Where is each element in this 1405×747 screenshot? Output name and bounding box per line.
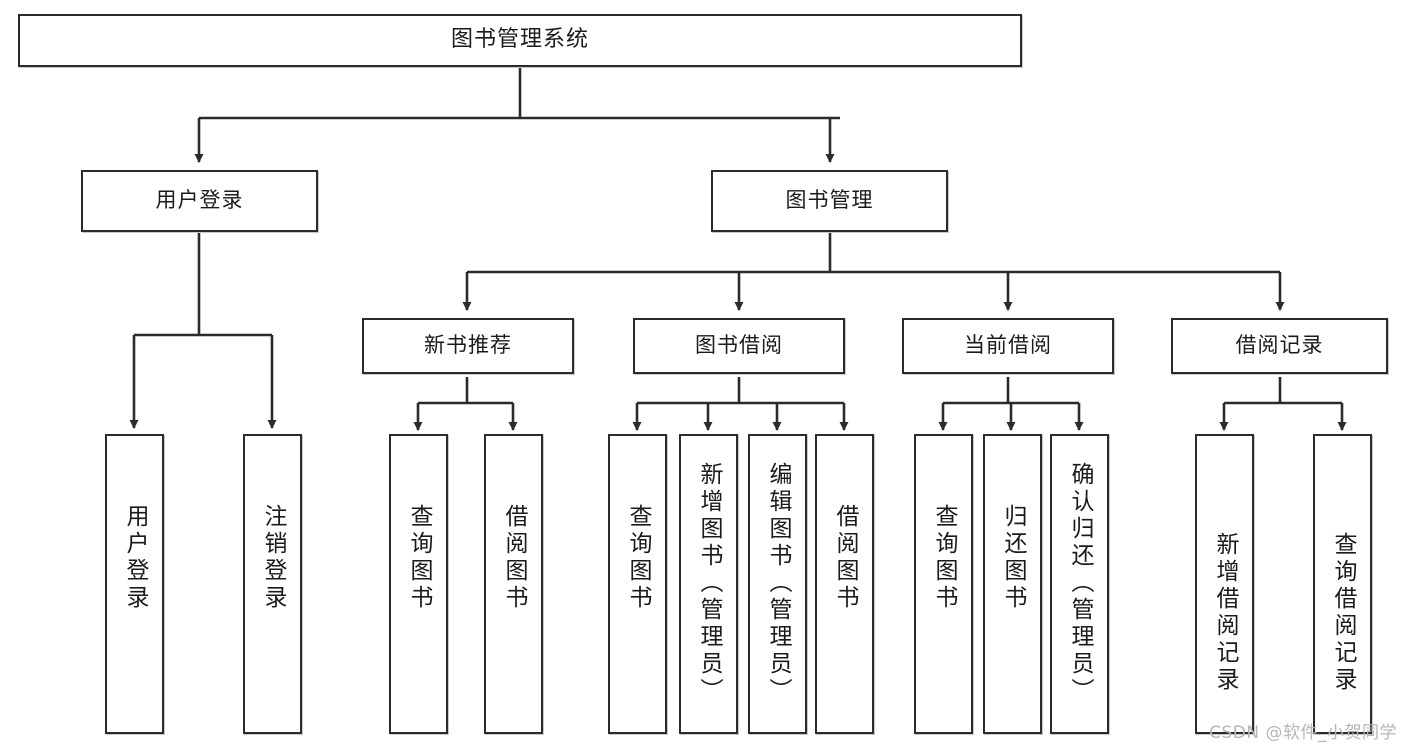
node-leaf-borrow-book[interactable]: 借阅图书 — [815, 434, 874, 734]
node-leaf-user-login[interactable]: 用户登录 — [105, 434, 164, 734]
node-leaf-edit-book-admin[interactable]: 编辑图书（管理员） — [748, 434, 807, 734]
node-book-management[interactable]: 图书管理 — [711, 170, 948, 232]
node-leaf-add-book-admin[interactable]: 新增图书（管理员） — [679, 434, 738, 734]
node-label: 查询图书 — [406, 504, 432, 612]
node-label: 图书管理系统 — [450, 27, 589, 53]
node-leaf-query-book-borrow[interactable]: 查询图书 — [608, 434, 667, 734]
node-leaf-query-book-recommend[interactable]: 查询图书 — [389, 434, 448, 734]
node-leaf-borrow-book-recommend[interactable]: 借阅图书 — [484, 434, 543, 734]
node-label: 图书借阅 — [695, 333, 783, 358]
node-label: 确认归还（管理员） — [1067, 462, 1093, 705]
node-leaf-query-book-current[interactable]: 查询图书 — [914, 434, 973, 734]
node-label: 查询图书 — [625, 504, 651, 612]
node-label: 新增图书（管理员） — [696, 462, 722, 705]
csdn-watermark: CSDN @软件_小贺同学 — [1209, 723, 1397, 743]
node-root-book-management-system[interactable]: 图书管理系统 — [18, 14, 1022, 67]
node-label: 查询图书 — [931, 504, 957, 612]
node-label: 当前借阅 — [964, 333, 1052, 358]
node-new-book-recommend[interactable]: 新书推荐 — [362, 318, 574, 374]
node-label: 图书管理 — [785, 188, 874, 213]
node-label: 新增借阅记录 — [1212, 532, 1238, 694]
node-label: 新书推荐 — [424, 333, 512, 358]
node-borrow-record[interactable]: 借阅记录 — [1171, 318, 1388, 374]
node-label: 借阅图书 — [501, 504, 527, 612]
node-leaf-confirm-return-admin[interactable]: 确认归还（管理员） — [1050, 434, 1109, 734]
node-label: 注销登录 — [260, 504, 286, 612]
node-label: 用户登录 — [155, 188, 244, 213]
node-label: 借阅图书 — [832, 504, 858, 612]
node-book-borrow[interactable]: 图书借阅 — [633, 318, 845, 374]
node-leaf-add-borrow-record[interactable]: 新增借阅记录 — [1195, 434, 1254, 734]
node-label: 查询借阅记录 — [1330, 532, 1356, 694]
node-label: 用户登录 — [122, 504, 148, 612]
node-label: 归还图书 — [1000, 504, 1026, 612]
node-leaf-logout[interactable]: 注销登录 — [243, 434, 302, 734]
node-label: 借阅记录 — [1235, 333, 1324, 358]
node-current-borrow[interactable]: 当前借阅 — [902, 318, 1114, 374]
node-label: 编辑图书（管理员） — [765, 462, 791, 705]
node-user-login[interactable]: 用户登录 — [81, 170, 318, 232]
node-leaf-return-book[interactable]: 归还图书 — [983, 434, 1042, 734]
node-leaf-query-borrow-record[interactable]: 查询借阅记录 — [1313, 434, 1372, 734]
